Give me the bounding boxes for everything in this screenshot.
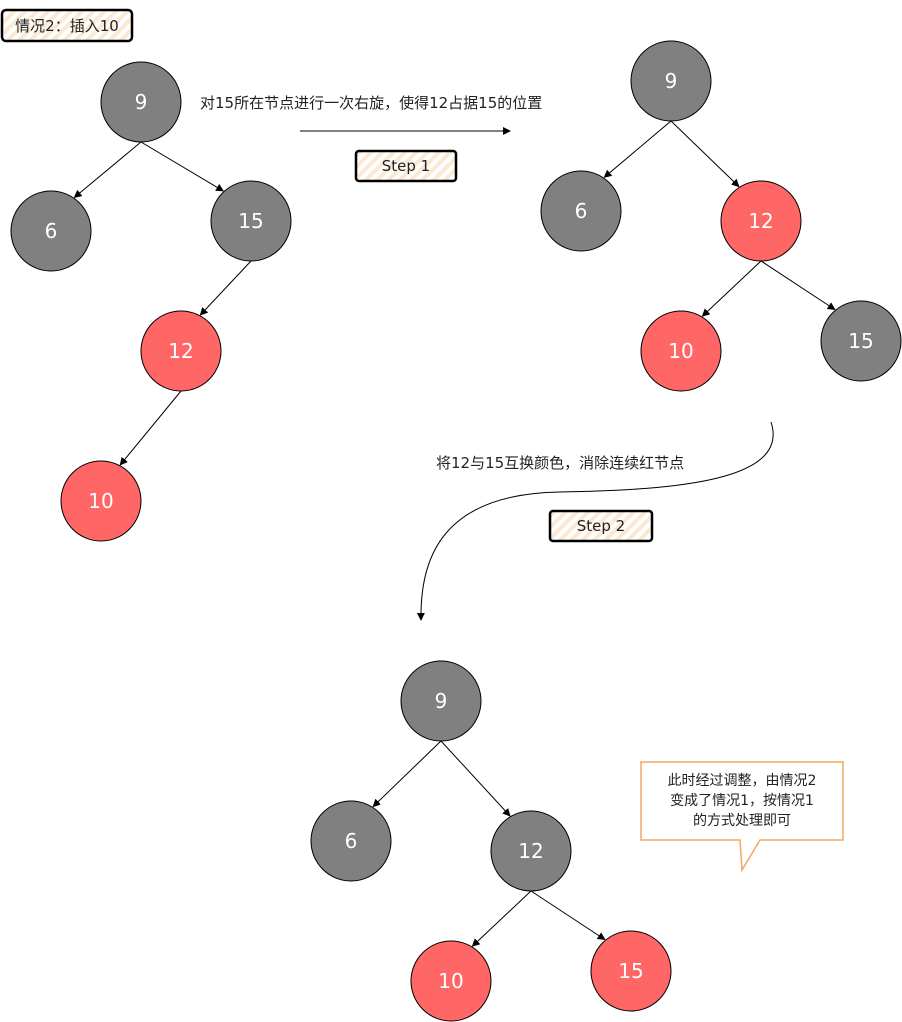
tree-node-6: 6 xyxy=(540,170,622,252)
tree-node-6: 6 xyxy=(310,800,392,882)
tree-edge xyxy=(372,740,442,808)
node-circle xyxy=(60,460,142,542)
step2-tag: Step 2 xyxy=(548,509,654,543)
node-value: 10 xyxy=(88,489,113,513)
node-circle xyxy=(140,310,222,392)
step1-tag: Step 1 xyxy=(354,149,458,183)
tree-node-9: 9 xyxy=(100,61,182,143)
tree-node-9: 9 xyxy=(400,660,482,742)
step2-description: 将12与15互换颜色，消除连续红节点 xyxy=(436,454,684,472)
tree-edge xyxy=(73,141,142,199)
step1-description: 对15所在节点进行一次右旋，使得12占据15的位置 xyxy=(200,94,542,112)
tree-node-12: 12 xyxy=(140,310,222,392)
tree-node-15: 15 xyxy=(210,180,292,262)
tree-node-15: 15 xyxy=(820,300,902,382)
step1-label: Step 1 xyxy=(382,157,430,175)
node-circle xyxy=(540,170,622,252)
step2-arrow xyxy=(416,421,774,621)
node-value: 15 xyxy=(848,329,873,353)
node-value: 10 xyxy=(668,339,693,363)
node-value: 9 xyxy=(135,90,148,114)
title-tag: 情况2：插入10 xyxy=(0,8,134,43)
node-value: 9 xyxy=(665,69,678,93)
node-circle xyxy=(310,800,392,882)
node-value: 10 xyxy=(438,969,463,993)
callout-line-3: 的方式处理即可 xyxy=(693,813,791,829)
tree-edges xyxy=(73,120,836,947)
tree-node-12: 12 xyxy=(720,180,802,262)
node-circle xyxy=(10,190,92,272)
node-circle xyxy=(210,180,292,262)
node-circle xyxy=(100,61,182,143)
tree-edge xyxy=(199,260,252,316)
node-value: 6 xyxy=(575,199,588,223)
node-value: 12 xyxy=(748,209,773,233)
tree-node-9: 9 xyxy=(630,40,712,122)
tree-edge xyxy=(471,890,532,947)
node-circle xyxy=(630,40,712,122)
tree-edge xyxy=(440,740,511,817)
tree-node-15: 15 xyxy=(590,930,672,1012)
node-value: 6 xyxy=(345,829,358,853)
node-circle xyxy=(640,310,722,392)
node-value: 15 xyxy=(618,959,643,983)
callout-line-2: 变成了情况1，按情况1 xyxy=(670,793,814,809)
node-circle xyxy=(820,300,902,382)
tree-edge xyxy=(119,390,182,466)
tree-edge xyxy=(701,260,762,317)
node-value: 15 xyxy=(238,209,263,233)
tree-edge xyxy=(760,260,836,311)
node-value: 6 xyxy=(45,219,58,243)
tree-nodes: 9 6 15 12 10 9 6 12 10 15 9 6 12 10 15 xyxy=(10,40,902,1022)
node-circle xyxy=(590,930,672,1012)
node-value: 12 xyxy=(168,339,193,363)
callout-line-1: 此时经过调整，由情况2 xyxy=(668,773,817,789)
tree-node-10: 10 xyxy=(640,310,722,392)
node-circle xyxy=(410,940,492,1022)
step2-label: Step 2 xyxy=(577,517,625,535)
tree-edge xyxy=(603,120,672,178)
node-value: 9 xyxy=(435,689,448,713)
node-circle xyxy=(400,660,482,742)
title-text: 情况2：插入10 xyxy=(15,17,119,35)
tree-edge xyxy=(140,141,225,192)
tree-edge xyxy=(530,890,606,941)
node-circle xyxy=(720,180,802,262)
tree-node-10: 10 xyxy=(60,460,142,542)
tree-edge xyxy=(670,120,740,188)
node-circle xyxy=(490,810,572,892)
tree-node-12: 12 xyxy=(490,810,572,892)
tree-node-10: 10 xyxy=(410,940,492,1022)
callout: 此时经过调整，由情况2 变成了情况1，按情况1 的方式处理即可 xyxy=(640,761,844,873)
node-value: 12 xyxy=(518,839,543,863)
tree-node-6: 6 xyxy=(10,190,92,272)
